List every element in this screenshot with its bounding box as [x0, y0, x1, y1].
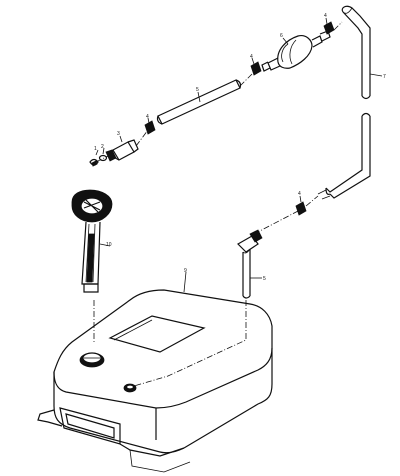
callout-6: 6: [280, 33, 283, 39]
alignment-lines: [93, 21, 343, 387]
callout-5-hose: 5: [196, 87, 199, 93]
callout-4-lower: 4: [298, 191, 301, 197]
callout-9: 9: [184, 268, 187, 274]
callout-2: 2: [101, 144, 104, 150]
callout-1: 1: [94, 146, 97, 152]
callout-4-bulb: 4: [250, 54, 253, 60]
primer-bulb: [261, 30, 331, 72]
leader-lines: [95, 17, 383, 293]
fuel-pickup-tube: [237, 229, 263, 299]
fuel-hose-upper: [341, 5, 371, 100]
fuel-gauge-assembly: [71, 189, 113, 293]
callout-10: 10: [106, 242, 112, 248]
fuel-tank: [37, 289, 273, 473]
callout-3: 3: [117, 131, 120, 137]
callout-4-left: 4: [146, 114, 149, 120]
retainer-clip: [89, 158, 99, 167]
callout-7: 7: [383, 74, 386, 80]
fuel-line-hose: [156, 79, 242, 125]
connector-fitting: [105, 139, 139, 162]
fuel-hose-lower: [317, 112, 371, 200]
hose-clamp-lower: [295, 201, 307, 216]
hose-clamp-left: [144, 120, 156, 135]
o-ring: [98, 154, 108, 162]
callout-5-pickup: 5: [263, 276, 266, 282]
hose-clamp-bulb: [250, 61, 262, 76]
callout-4-upper: 4: [324, 13, 327, 19]
